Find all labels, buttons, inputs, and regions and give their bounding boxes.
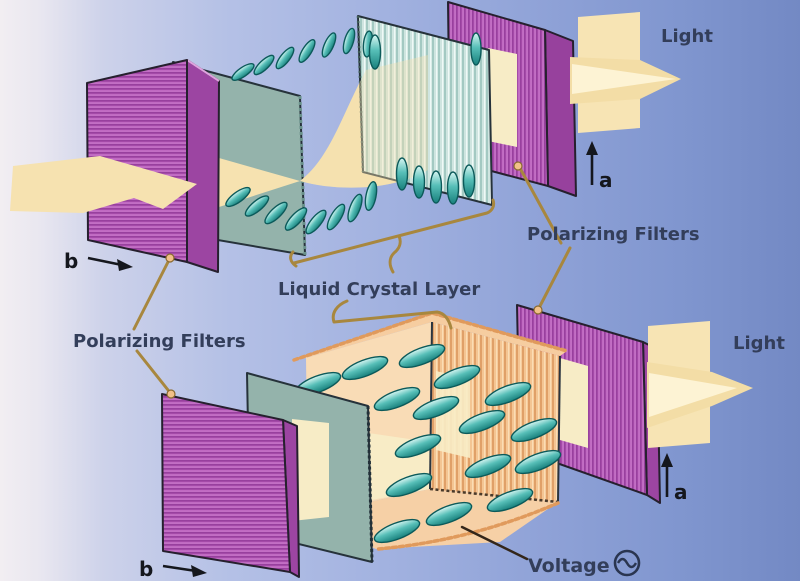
exit-light-highlight-top — [572, 64, 676, 94]
light-window-box — [436, 371, 470, 458]
voltage-leader — [460, 525, 529, 561]
exit-light-highlight-bottom — [649, 373, 737, 417]
brace-upper — [289, 198, 496, 274]
glass-plate-scalloped-edge — [298, 95, 307, 256]
bottom-panel — [161, 304, 753, 578]
leader-dot — [166, 389, 176, 399]
b-axis-label-top: b — [64, 249, 78, 273]
light-through-plate — [300, 55, 428, 188]
polarizing-filters-label-top: Polarizing Filters — [527, 224, 700, 245]
right-arrow-icon — [87, 256, 133, 271]
light-label-bottom: Light — [733, 333, 785, 354]
liquid-crystals-upper-arc — [231, 27, 482, 82]
polarizing-filter-left-top-side — [186, 59, 220, 273]
right-arrow-icon — [162, 564, 207, 577]
polarizing-filters-label-bottom: Polarizing Filters — [73, 331, 246, 352]
light-window-glass-bottom — [292, 419, 329, 521]
leader-top-right-down — [538, 246, 572, 308]
liquid-crystals-lower-arc — [225, 157, 476, 235]
annotations: b a b a Light Polarizing Filters Liquid … — [64, 26, 785, 581]
polarizing-filter-right-top-side — [544, 29, 577, 197]
brace-lower — [331, 299, 453, 330]
leader-bottom-left-up — [132, 260, 170, 331]
filter-edge-highlight — [186, 59, 220, 82]
light-window-bottom — [560, 358, 588, 448]
up-arrow-icon — [586, 141, 598, 185]
leader-dot — [513, 161, 523, 171]
polarizing-filter-left-bottom — [161, 393, 291, 573]
light-label-top: Light — [661, 26, 713, 47]
striped-plate-scalloped-edge — [356, 15, 365, 173]
glass-plate-scalloped-edge-bottom — [366, 405, 374, 563]
liquid-crystal-layer-label: Liquid Crystal Layer — [278, 279, 480, 300]
box-right-edge — [557, 355, 561, 503]
leader-top-right-up — [519, 168, 563, 245]
incoming-light-beam — [10, 156, 197, 213]
voltage-label: Voltage — [528, 555, 610, 577]
liquid-crystals-aligned — [294, 343, 562, 544]
ac-source-icon — [613, 549, 641, 577]
box-scalloped-bottom — [376, 501, 560, 551]
leader-dot — [165, 253, 175, 263]
box-wavy-edge-inner — [429, 487, 559, 504]
striped-glass-plate-top — [357, 15, 493, 206]
b-axis-label-bottom: b — [139, 557, 153, 581]
a-axis-label-bottom: a — [674, 480, 688, 504]
light-window-top — [488, 48, 517, 147]
a-axis-label-top: a — [599, 168, 613, 192]
top-panel — [10, 1, 681, 273]
leader-dot — [533, 305, 543, 315]
leader-bottom-left-down — [135, 349, 170, 392]
up-arrow-icon — [661, 453, 673, 497]
